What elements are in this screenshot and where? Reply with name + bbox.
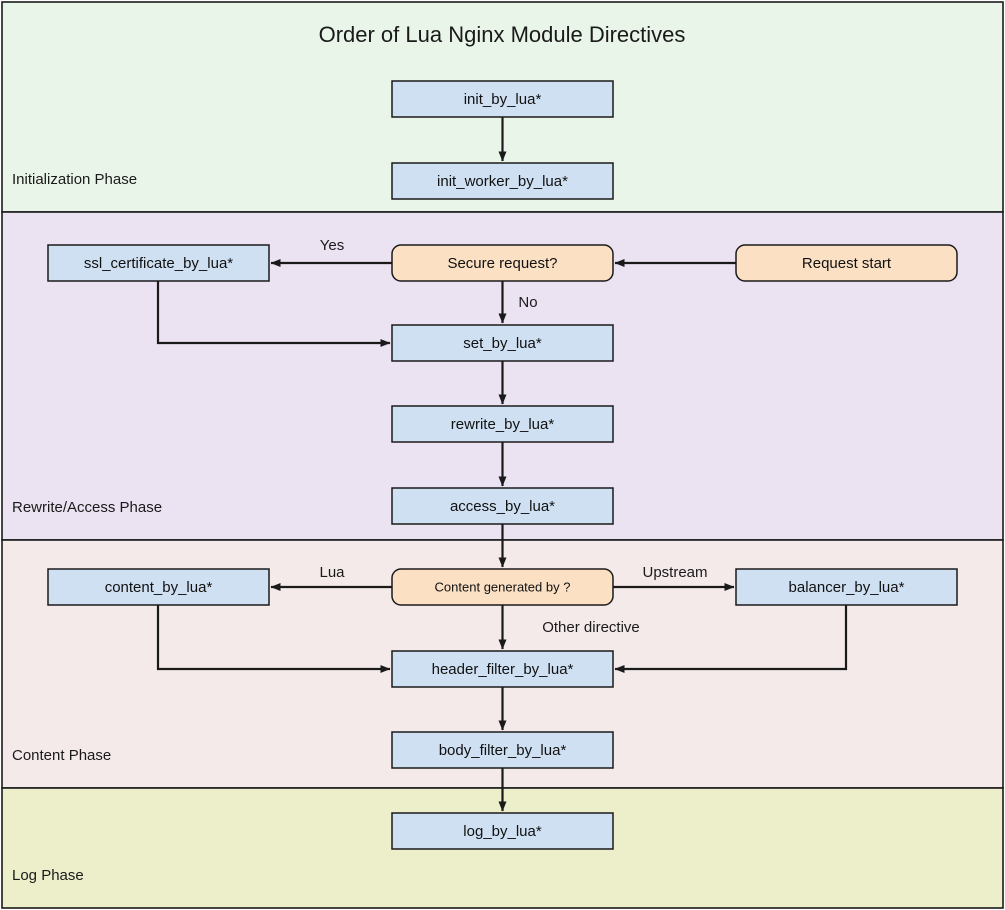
- edge-contentgen-to-contentbylua: Lua: [270, 564, 392, 591]
- node-shape[interactable]: [391, 650, 614, 688]
- node-header-filter-by-lua[interactable]: header_filter_by_lua*: [391, 650, 614, 688]
- node-log-by-lua[interactable]: log_by_lua*: [391, 812, 614, 850]
- node-shape[interactable]: [391, 568, 614, 606]
- node-shape[interactable]: [391, 244, 614, 282]
- edge-secure-to-ssl: Yes: [270, 237, 392, 267]
- edge-balancer-to-headerfilter: [614, 605, 848, 673]
- phase-band-label: Log Phase: [12, 867, 84, 884]
- node-label: Request start: [802, 255, 892, 272]
- node-shape[interactable]: [391, 731, 614, 769]
- phase-band-label: Initialization Phase: [12, 171, 137, 188]
- node-label: body_filter_by_lua*: [439, 742, 567, 759]
- node-label: content_by_lua*: [105, 579, 213, 596]
- node-content-generated-by[interactable]: Content generated by ?: [391, 568, 614, 606]
- node-shape[interactable]: [391, 487, 614, 525]
- edge-secure-to-set: No: [498, 281, 538, 324]
- node-label: set_by_lua*: [463, 335, 542, 352]
- edge-path: [614, 605, 848, 673]
- node-label: init_worker_by_lua*: [437, 173, 568, 190]
- edge-contentgen-to-balancer: Upstream: [613, 564, 735, 591]
- title-layer: Order of Lua Nginx Module Directives: [319, 22, 686, 47]
- node-set-by-lua[interactable]: set_by_lua*: [391, 324, 614, 362]
- node-shape[interactable]: [391, 162, 614, 200]
- node-rewrite-by-lua[interactable]: rewrite_by_lua*: [391, 405, 614, 443]
- node-label: rewrite_by_lua*: [451, 416, 555, 433]
- node-shape[interactable]: [735, 244, 958, 282]
- node-label: access_by_lua*: [450, 498, 555, 515]
- node-body-filter-by-lua[interactable]: body_filter_by_lua*: [391, 731, 614, 769]
- edge-label: Yes: [320, 237, 344, 254]
- node-content-by-lua[interactable]: content_by_lua*: [47, 568, 270, 606]
- node-secure-request[interactable]: Secure request?: [391, 244, 614, 282]
- node-shape[interactable]: [47, 244, 270, 282]
- node-label: balancer_by_lua*: [789, 579, 905, 596]
- node-shape[interactable]: [391, 324, 614, 362]
- nodes-layer: init_by_lua* init_worker_by_lua* Request s…: [47, 80, 958, 850]
- node-init-worker-by-lua[interactable]: init_worker_by_lua*: [391, 162, 614, 200]
- node-shape[interactable]: [47, 568, 270, 606]
- page-title: Order of Lua Nginx Module Directives: [319, 22, 686, 47]
- node-shape[interactable]: [391, 405, 614, 443]
- node-init-by-lua[interactable]: init_by_lua*: [391, 80, 614, 118]
- edge-label: Lua: [319, 564, 345, 581]
- node-shape[interactable]: [391, 80, 614, 118]
- node-balancer-by-lua[interactable]: balancer_by_lua*: [735, 568, 958, 606]
- phase-band-label: Content Phase: [12, 747, 111, 764]
- edge-path: [156, 605, 391, 673]
- node-label: ssl_certificate_by_lua*: [84, 255, 233, 272]
- node-label: init_by_lua*: [464, 91, 542, 108]
- node-request-start[interactable]: Request start: [735, 244, 958, 282]
- node-ssl-certificate-by-lua[interactable]: ssl_certificate_by_lua*: [47, 244, 270, 282]
- edge-path: [156, 281, 391, 347]
- edge-contentbylua-to-headerfilter: [156, 605, 391, 673]
- node-shape[interactable]: [391, 812, 614, 850]
- edge-label: Upstream: [642, 564, 707, 581]
- node-label: Content generated by ?: [435, 579, 571, 594]
- edge-ssl-to-set: [156, 281, 391, 347]
- edge-label: No: [518, 294, 537, 311]
- edge-contentgen-to-headerfilter: Other directive: [498, 605, 640, 650]
- edge-label: Other directive: [542, 619, 640, 636]
- phase-band-label: Rewrite/Access Phase: [12, 499, 162, 516]
- node-label: log_by_lua*: [463, 823, 542, 840]
- node-label: Secure request?: [447, 255, 557, 272]
- node-access-by-lua[interactable]: access_by_lua*: [391, 487, 614, 525]
- node-shape[interactable]: [735, 568, 958, 606]
- node-label: header_filter_by_lua*: [432, 661, 574, 678]
